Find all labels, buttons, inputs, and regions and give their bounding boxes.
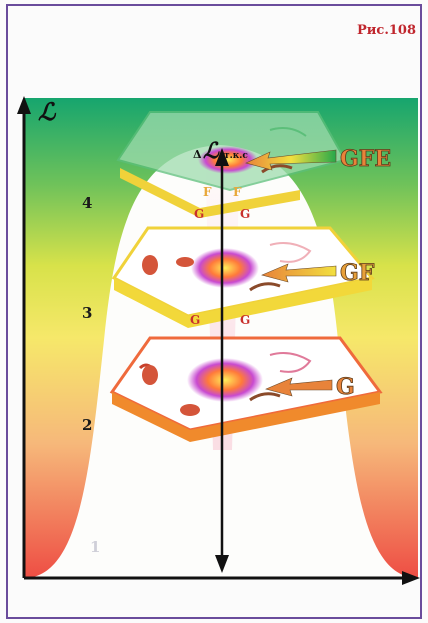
arrow-gf: GF bbox=[261, 260, 375, 286]
layer-top bbox=[116, 111, 347, 218]
arrow-g: G bbox=[265, 374, 355, 400]
figure-label: Рис.108 bbox=[357, 23, 416, 38]
letter-g-mid-right: G bbox=[240, 313, 250, 327]
layer-bottom bbox=[109, 336, 383, 442]
figure-frame bbox=[6, 4, 422, 619]
level-4: 4 bbox=[82, 194, 92, 212]
label-g: G bbox=[336, 374, 355, 400]
letter-g-mid-left: G bbox=[190, 313, 200, 327]
letter-f-left: F bbox=[203, 185, 212, 199]
delta-symbol: ℒ bbox=[203, 138, 220, 164]
letter-f-right: F bbox=[233, 185, 242, 199]
level-1: 1 bbox=[90, 538, 100, 556]
delta-label: Δ ℒ т.к.с bbox=[193, 138, 248, 164]
level-3: 3 bbox=[82, 304, 92, 322]
level-2: 2 bbox=[82, 416, 92, 434]
x-axis bbox=[24, 571, 420, 585]
delta-subscript: т.к.с bbox=[224, 151, 248, 161]
y-axis bbox=[17, 96, 31, 578]
vertical-double-arrow bbox=[215, 148, 229, 573]
layer-middle bbox=[111, 226, 375, 328]
letter-g-top-left: G bbox=[194, 207, 204, 221]
letter-g-top-right: G bbox=[240, 207, 250, 221]
y-axis-symbol: ℒ bbox=[38, 97, 57, 126]
label-gfe: GFE bbox=[340, 146, 391, 172]
label-gf: GF bbox=[340, 260, 375, 286]
delta-prefix: Δ bbox=[193, 148, 202, 161]
arrow-gfe: GFE bbox=[245, 146, 392, 172]
